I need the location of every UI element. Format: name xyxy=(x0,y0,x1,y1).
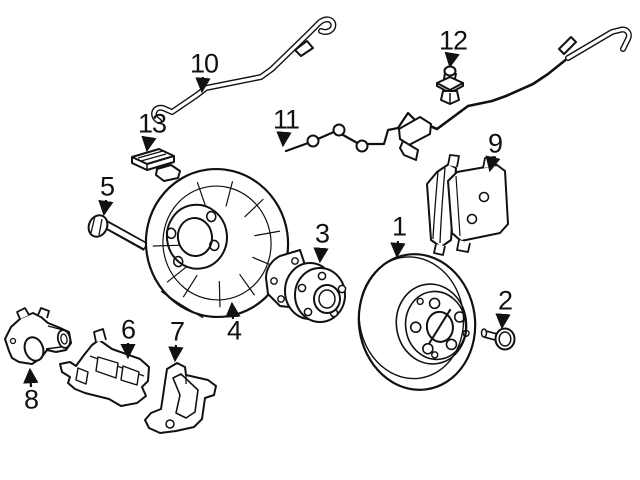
callout-12-harness-clip: 12 xyxy=(438,25,468,56)
callout-5-shield-bolt: 5 xyxy=(99,171,115,202)
parking-actuator-drawing xyxy=(4,307,72,365)
caliper-bracket-drawing xyxy=(144,362,217,434)
abs-sensor-wire-drawing xyxy=(284,26,632,161)
callout-arrows xyxy=(23,51,511,388)
callout-8-parking-actuator: 8 xyxy=(23,384,39,415)
callout-6-brake-caliper: 6 xyxy=(120,314,136,345)
callout-4-splash-shield: 4 xyxy=(226,315,242,346)
brake-pad-set-drawing xyxy=(426,154,509,256)
callout-10-brake-hose: 10 xyxy=(189,48,219,79)
harness-clip-drawing xyxy=(436,65,464,105)
callout-9-brake-pad-set: 9 xyxy=(487,128,503,159)
harness-bracket-drawing xyxy=(131,148,181,182)
hub-bearing-drawing xyxy=(265,249,347,323)
callout-1-disc-rotor: 1 xyxy=(391,211,407,242)
shield-bolt-drawing xyxy=(87,214,149,251)
callout-13-harness-bracket: 13 xyxy=(137,108,167,139)
callout-3-hub-bearing: 3 xyxy=(314,218,330,249)
callout-7-caliper-bracket: 7 xyxy=(169,316,185,347)
callout-11-abs-sensor-wire: 11 xyxy=(272,104,300,135)
brake-caliper-drawing xyxy=(59,328,150,407)
rotor-set-screw-drawing xyxy=(480,327,516,351)
brake-hose-drawing xyxy=(151,16,337,124)
splash-shield-drawing xyxy=(144,167,290,319)
disc-rotor-drawing xyxy=(357,253,477,391)
callout-2-rotor-set-screw: 2 xyxy=(497,285,513,316)
